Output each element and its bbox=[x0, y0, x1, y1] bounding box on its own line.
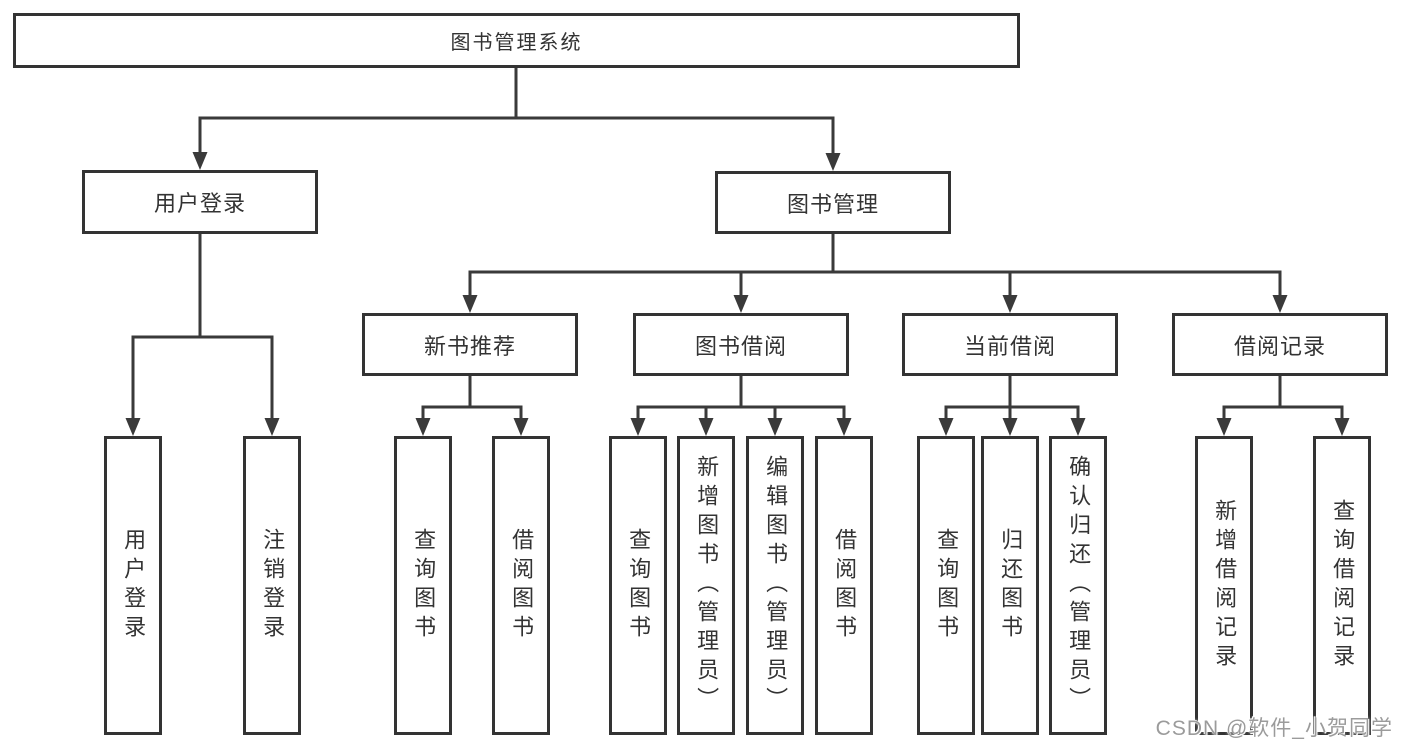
leaf-recommend-query-books: 查询图书 bbox=[394, 436, 452, 735]
connector-root-to-level1 bbox=[192, 68, 841, 171]
leaf-edit-books-admin: 编辑图书（管理员） bbox=[746, 436, 804, 735]
node-current-borrowing: 当前借阅 bbox=[902, 313, 1118, 376]
connector-book-borrowing-children bbox=[630, 376, 852, 436]
leaf-confirm-return-admin: 确认归还（管理员） bbox=[1049, 436, 1107, 735]
leaf-return-books: 归还图书 bbox=[981, 436, 1039, 735]
node-new-book-recommendation: 新书推荐 bbox=[362, 313, 578, 376]
node-borrowing-records: 借阅记录 bbox=[1172, 313, 1388, 376]
leaf-add-books-admin: 新增图书（管理员） bbox=[677, 436, 735, 735]
leaf-current-query-books: 查询图书 bbox=[917, 436, 975, 735]
leaf-user-login: 用户登录 bbox=[104, 436, 162, 735]
node-book-management: 图书管理 bbox=[715, 171, 951, 234]
leaf-borrowing-query-books: 查询图书 bbox=[609, 436, 667, 735]
leaf-add-borrow-record: 新增借阅记录 bbox=[1195, 436, 1253, 735]
connector-current-borrowing-children bbox=[938, 376, 1086, 436]
leaf-logout: 注销登录 bbox=[243, 436, 301, 735]
connector-borrowing-records-children bbox=[1216, 376, 1350, 436]
leaf-query-borrow-record: 查询借阅记录 bbox=[1313, 436, 1371, 735]
node-root: 图书管理系统 bbox=[13, 13, 1020, 68]
leaf-borrowing-borrow-books: 借阅图书 bbox=[815, 436, 873, 735]
connector-new-book-recommendation-children bbox=[415, 376, 529, 436]
connector-book-management-children bbox=[462, 234, 1288, 313]
leaf-recommend-borrow-books: 借阅图书 bbox=[492, 436, 550, 735]
node-book-borrowing: 图书借阅 bbox=[633, 313, 849, 376]
node-user-login: 用户登录 bbox=[82, 170, 318, 234]
connector-user-login-children bbox=[125, 234, 280, 436]
csdn-watermark: CSDN @软件_小贺同学 bbox=[1155, 717, 1393, 740]
